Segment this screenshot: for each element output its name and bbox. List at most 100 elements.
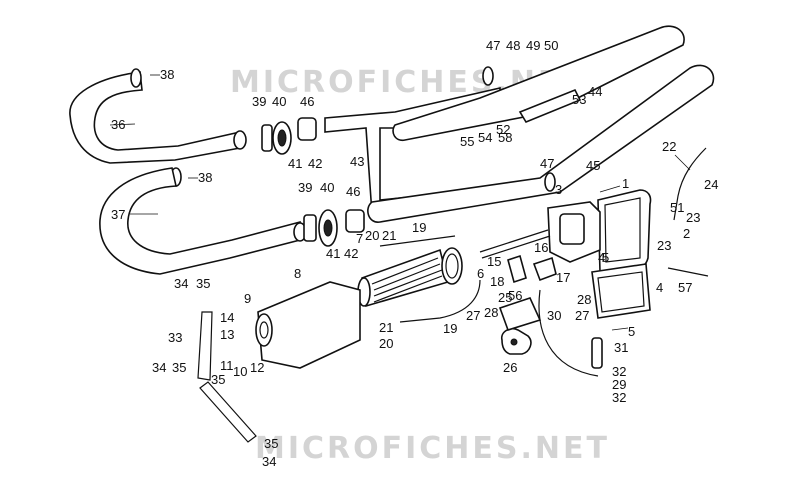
callout-20b: 20	[379, 336, 393, 351]
clamp-46-upper	[297, 117, 317, 141]
callout-39b: 39	[298, 180, 312, 195]
callout-3: 3	[555, 182, 562, 197]
callout-33: 33	[168, 330, 182, 345]
intake-manifold	[500, 327, 532, 355]
muffler-upper	[392, 25, 685, 142]
muffler-clamps	[482, 66, 556, 192]
callout-5: 5	[602, 250, 609, 265]
callout-6: 6	[477, 266, 484, 281]
callout-15: 15	[487, 254, 501, 269]
callout-13: 13	[220, 327, 234, 342]
callout-21: 21	[382, 228, 396, 243]
callout-labels: 1 2 3 4 4 5 5 6 7 8 9 10 11 12 13 14 15 …	[111, 38, 718, 469]
ring-39-upper	[261, 124, 273, 152]
callout-2: 2	[683, 226, 690, 241]
callout-56: 56	[508, 288, 522, 303]
callout-37: 37	[111, 207, 125, 222]
drain-fitting-31	[591, 337, 603, 369]
callout-40b: 40	[320, 180, 334, 195]
callout-36: 36	[111, 117, 125, 132]
callout-53: 53	[572, 92, 586, 107]
callout-4: 4	[598, 250, 605, 265]
callout-24: 24	[704, 177, 718, 192]
callout-39: 39	[252, 94, 266, 109]
callout-28: 28	[484, 305, 498, 320]
callout-48: 48	[506, 38, 520, 53]
exhaust-pipe-lower	[99, 167, 307, 275]
callout-32b: 32	[612, 390, 626, 405]
callout-12: 12	[250, 360, 264, 375]
callout-8: 8	[294, 266, 301, 281]
leader-lines	[109, 74, 691, 331]
callout-41: 41	[288, 156, 302, 171]
callout-42: 42	[308, 156, 322, 171]
callout-30: 30	[547, 308, 561, 323]
nut-40-upper	[272, 121, 292, 155]
callout-34b: 34	[152, 360, 166, 375]
callout-20: 20	[365, 228, 379, 243]
callout-31: 31	[614, 340, 628, 355]
callout-55: 55	[460, 134, 474, 149]
callout-7: 7	[356, 231, 363, 246]
callout-11: 11	[220, 358, 234, 373]
clamp-38-upper	[130, 68, 142, 88]
callout-46: 46	[300, 94, 314, 109]
breather-hose-lower	[199, 381, 257, 443]
callout-27: 27	[466, 308, 480, 323]
callout-43: 43	[350, 154, 364, 169]
callout-23: 23	[686, 210, 700, 225]
callout-42b: 42	[344, 246, 358, 261]
breather-hose-33	[197, 311, 213, 381]
crossover-pipe	[324, 86, 501, 215]
callout-16: 16	[534, 240, 548, 255]
callout-50: 50	[544, 38, 558, 53]
callout-49: 49	[526, 38, 540, 53]
callout-25: 25	[498, 290, 512, 305]
callout-58: 58	[498, 130, 512, 145]
callout-32: 32	[612, 364, 626, 379]
callout-51: 51	[670, 200, 684, 215]
callout-27b: 27	[575, 308, 589, 323]
callout-19: 19	[412, 220, 426, 235]
callout-40: 40	[272, 94, 286, 109]
muffler-lower	[367, 64, 715, 223]
callout-34c: 34	[262, 454, 276, 469]
callout-28b: 28	[577, 292, 591, 307]
callout-57: 57	[678, 280, 692, 295]
callout-47: 47	[486, 38, 500, 53]
nut-40-lower	[318, 209, 338, 247]
callout-21b: 21	[379, 320, 393, 335]
strap-57	[667, 267, 709, 277]
callout-29: 29	[612, 377, 626, 392]
callout-38b: 38	[198, 170, 212, 185]
callout-38: 38	[160, 67, 174, 82]
callout-26: 26	[503, 360, 517, 375]
callout-1: 1	[622, 176, 629, 191]
hose-19-upper	[379, 235, 456, 247]
callout-19b: 19	[443, 321, 457, 336]
muffler-bracket	[518, 88, 582, 123]
callout-10: 10	[233, 364, 247, 379]
callout-35b: 35	[172, 360, 186, 375]
callout-41b: 41	[326, 246, 340, 261]
callout-35: 35	[196, 276, 210, 291]
elbow-fitting	[507, 254, 557, 284]
air-filter-element	[357, 247, 463, 308]
cover-plate	[591, 263, 651, 319]
callout-44: 44	[588, 84, 602, 99]
watermark-bottom: MICROFICHES.NET	[255, 431, 610, 466]
callout-47b: 47	[540, 156, 554, 171]
callout-54: 54	[478, 130, 492, 145]
hose-19-lower	[399, 279, 481, 323]
callout-23b: 23	[657, 238, 671, 253]
callout-17: 17	[556, 270, 570, 285]
callout-5b: 5	[628, 324, 635, 339]
ring-39-lower	[303, 214, 317, 242]
drain-line	[538, 289, 599, 377]
callout-35d: 35	[264, 436, 278, 451]
callout-14: 14	[220, 310, 234, 325]
exhaust-pipe-upper	[69, 71, 247, 164]
callout-45: 45	[586, 158, 600, 173]
air-cleaner-cover	[255, 281, 361, 369]
